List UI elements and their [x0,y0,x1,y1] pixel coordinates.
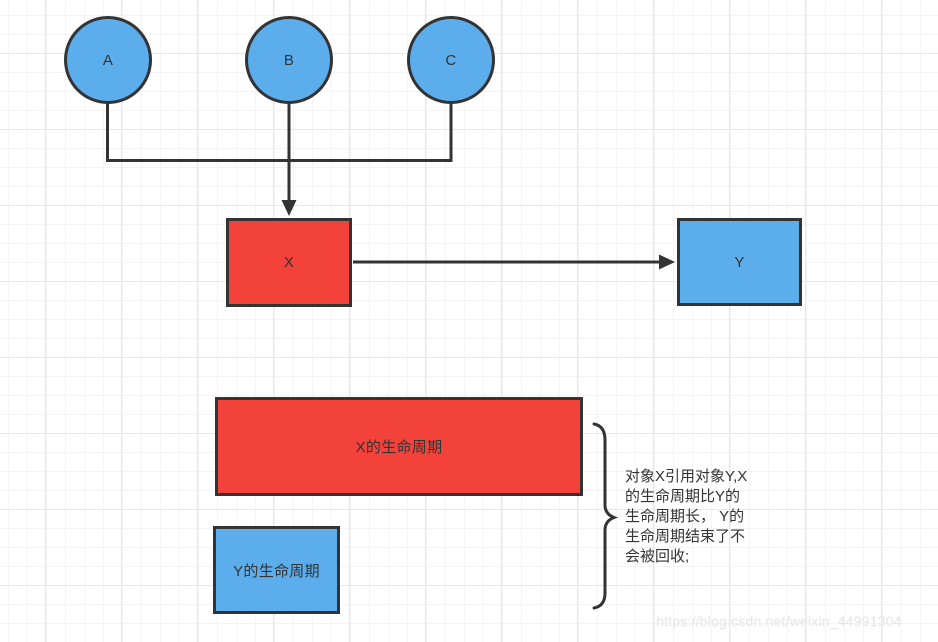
node-box-x: X [226,218,352,307]
node-label-c: C [445,51,457,69]
node-circle-a: A [64,16,152,104]
annotation-text: 对象X引用对象Y,X 的生命周期比Y的 生命周期长， Y的 生命周期结束了不 会… [625,468,748,565]
curly-brace-icon [592,422,619,610]
node-box-y: Y [677,218,802,306]
connector-a-c-bus [106,100,453,162]
node-label-y: Y [734,253,745,271]
node-label-b: B [283,51,295,69]
watermark-url: https://blog.csdn.net/weixin_44991304 [656,613,902,629]
arrowhead-right-icon [659,254,675,270]
node-label-x: X [283,254,295,271]
arrowhead-down-icon [281,200,297,216]
node-y-lifecycle: Y的生命周期 [213,526,340,614]
node-x-lifecycle: X的生命周期 [215,397,583,496]
node-circle-c: C [407,16,495,104]
node-label-y-lifecycle: Y的生命周期 [233,562,320,580]
node-label-x-lifecycle: X的生命周期 [355,439,443,456]
node-label-a: A [102,51,114,69]
node-circle-b: B [245,16,333,104]
